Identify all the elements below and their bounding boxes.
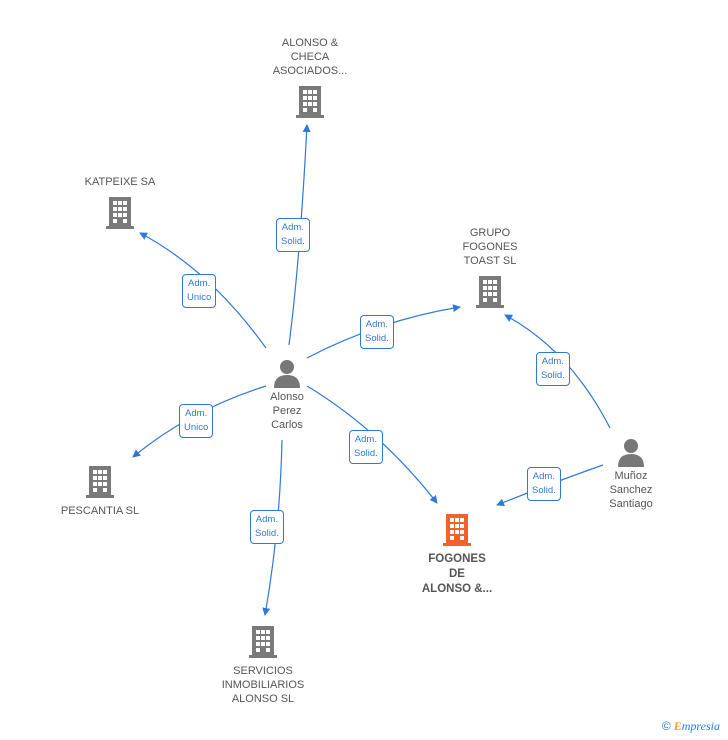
edge-label-munoz-grupo: Adm. Solid. [536, 352, 570, 386]
node-alonso-checa[interactable]: ALONSO & CHECA ASOCIADOS... [250, 36, 370, 118]
building-icon [476, 276, 504, 308]
node-pescantia[interactable]: PESCANTIA SL [40, 464, 160, 518]
node-grupo-fogones[interactable]: GRUPO FOGONES TOAST SL [430, 226, 550, 308]
person-icon [274, 360, 300, 388]
edge-label-grupo: Adm. Solid. [360, 315, 394, 349]
edge-label-katpeixe: Adm. Unico [182, 274, 217, 308]
node-label: Muñoz Sanchez Santiago [609, 470, 653, 510]
node-label: ALONSO & CHECA ASOCIADOS... [272, 37, 348, 77]
node-katpeixe[interactable]: KATPEIXE SA [60, 175, 180, 229]
node-alonso-perez[interactable]: Alonso Perez Carlos [242, 358, 332, 432]
brand-name: mpresia [681, 719, 720, 733]
edge-label-checa: Adm. Solid. [276, 218, 310, 252]
edge-label-pescantia: Adm. Unico [179, 404, 214, 438]
node-label: PESCANTIA SL [60, 505, 140, 517]
building-icon [249, 626, 277, 658]
building-icon [296, 86, 324, 118]
person-icon [618, 439, 644, 467]
node-fogones-alonso[interactable]: FOGONES DE ALONSO &... [397, 512, 517, 597]
node-servicios[interactable]: SERVICIOS INMOBILIARIOS ALONSO SL [198, 624, 328, 706]
edge-label-fogones: Adm. Solid. [349, 430, 383, 464]
node-label: Alonso Perez Carlos [270, 391, 304, 431]
edge-label-servicios: Adm. Solid. [250, 510, 284, 544]
node-label: KATPEIXE SA [84, 176, 156, 188]
node-label: GRUPO FOGONES TOAST SL [462, 227, 518, 267]
edge-label-munoz-fogones: Adm. Solid. [527, 467, 561, 501]
building-icon [86, 466, 114, 498]
building-icon [443, 514, 471, 546]
empresia-logo: © Empresia [662, 719, 720, 734]
node-label: FOGONES DE ALONSO &... [421, 553, 493, 595]
copyright-symbol: © [661, 719, 671, 733]
node-label: SERVICIOS INMOBILIARIOS ALONSO SL [221, 665, 305, 705]
building-icon [106, 197, 134, 229]
node-munoz[interactable]: Muñoz Sanchez Santiago [584, 437, 678, 511]
brand-initial: E [673, 719, 682, 733]
